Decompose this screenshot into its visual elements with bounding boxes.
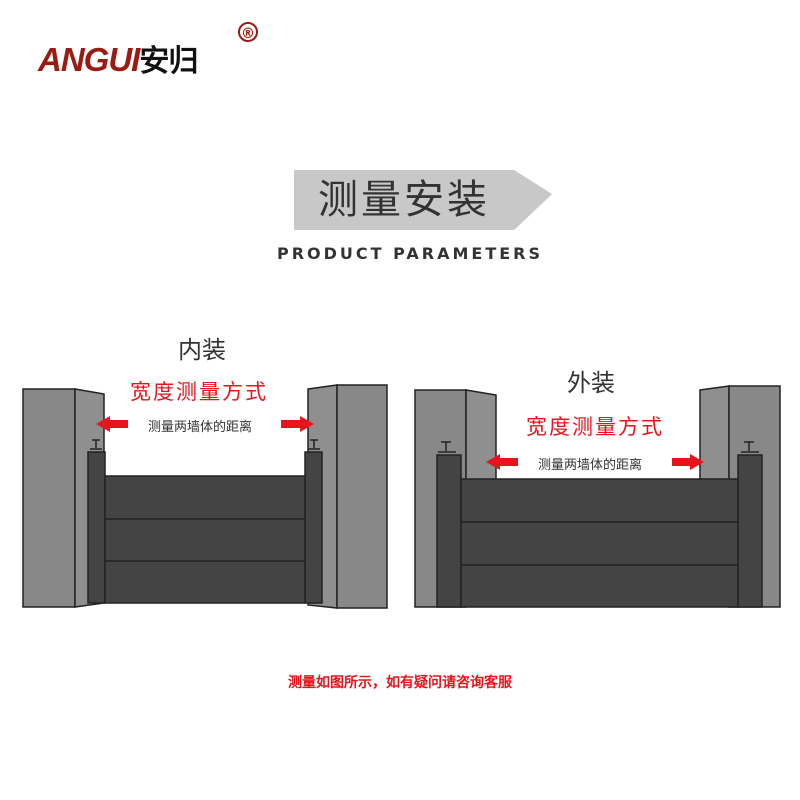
outer-hint: 测量两墙体的距离 — [538, 458, 643, 473]
registered-mark: ® — [238, 22, 258, 42]
arrow-left-icon — [96, 416, 128, 432]
right-post — [737, 454, 763, 608]
flood-panels — [104, 475, 306, 604]
section-title: 测量安装 — [318, 177, 490, 223]
right-post — [304, 451, 323, 604]
left-wall — [22, 388, 76, 608]
logo-cn: 安归 — [139, 44, 198, 79]
title-banner — [294, 170, 552, 230]
inner-label: 内装 — [178, 336, 226, 364]
right-wall — [336, 384, 388, 609]
inner-install-diagram — [22, 384, 388, 609]
left-post — [87, 451, 106, 604]
arrow-left-icon — [486, 454, 518, 470]
measurement-note: 测量如图所示，如有疑问请咨询客服 — [288, 675, 512, 691]
arrows — [96, 416, 704, 470]
section-subtitle: PRODUCT PARAMETERS — [276, 244, 544, 263]
inner-hint: 测量两墙体的距离 — [148, 420, 253, 435]
logo-text: ANGUI — [38, 41, 140, 78]
inner-method: 宽度测量方式 — [130, 380, 268, 404]
outer-method: 宽度测量方式 — [526, 415, 664, 439]
flood-panels — [460, 478, 739, 608]
arrow-right-icon — [672, 454, 704, 470]
brand-logo: ANGUI安归 — [38, 36, 198, 80]
left-post — [436, 454, 462, 608]
arrow-right-icon — [281, 416, 314, 432]
outer-install-diagram — [414, 385, 781, 608]
outer-label: 外装 — [567, 369, 615, 397]
